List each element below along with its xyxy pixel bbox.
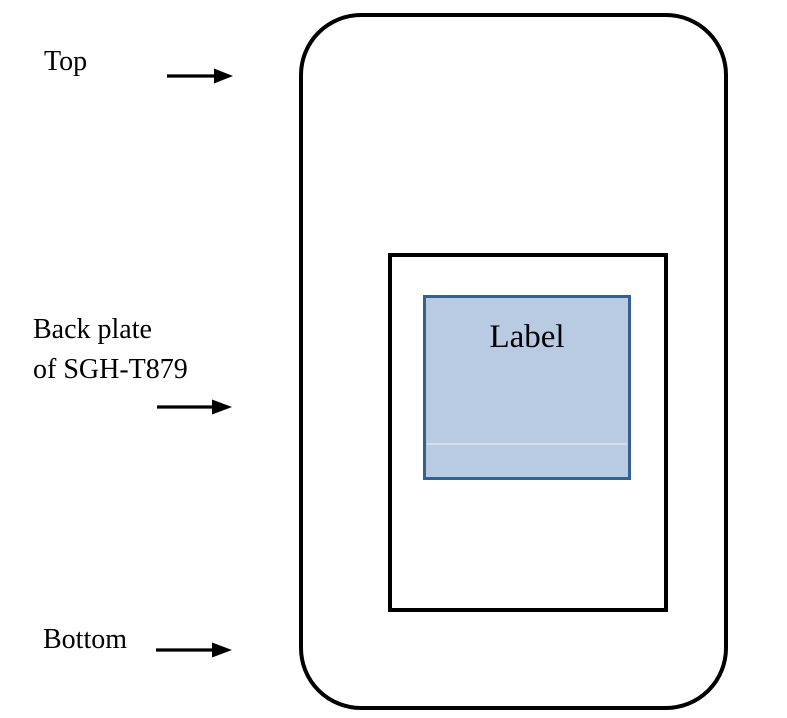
- top-arrow-icon: [166, 64, 234, 88]
- backplate-annotation-line2: of SGH-T879: [33, 354, 188, 385]
- label-sticker-text: Label: [489, 319, 565, 355]
- phone-backplate-outline: Label: [299, 13, 728, 710]
- backplate-annotation-label: Back plate of SGH-T879: [33, 310, 188, 390]
- backplate-annotation-line1: Back plate: [33, 314, 152, 345]
- top-annotation-label: Top: [44, 46, 88, 77]
- bottom-arrow-icon: [155, 638, 233, 662]
- inner-plate-rectangle: Label: [388, 253, 668, 612]
- label-sticker: Label: [423, 295, 631, 480]
- bottom-annotation-label: Bottom: [43, 624, 128, 655]
- sticker-sheen-line: [427, 443, 627, 445]
- backplate-arrow-icon: [156, 395, 233, 419]
